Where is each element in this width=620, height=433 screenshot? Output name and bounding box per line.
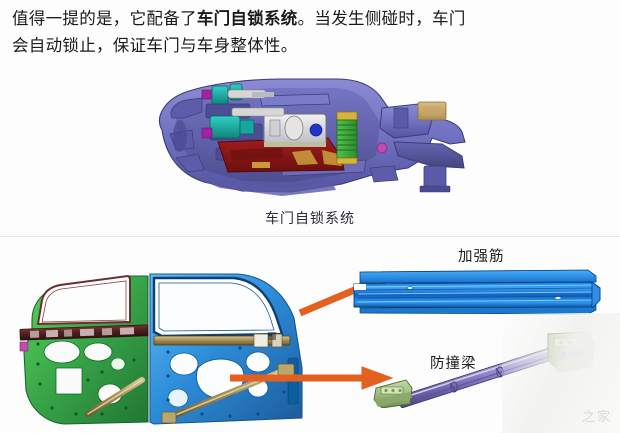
reinforcement-rib-label: 加强筋 bbox=[458, 249, 505, 265]
paragraph-text-post: 。当发生侧碰时，车门 bbox=[297, 10, 466, 28]
impact-beam-bracket-right bbox=[547, 331, 595, 373]
impact-beam-figure bbox=[373, 331, 595, 408]
impact-beam-label: 防撞梁 bbox=[430, 356, 477, 372]
rear-door-panel bbox=[19, 274, 149, 425]
section-divider bbox=[0, 236, 620, 237]
paragraph-text-pre: 值得一提的是，它配备了 bbox=[12, 10, 197, 28]
front-door-panel bbox=[149, 273, 303, 425]
lock-coil-spring bbox=[336, 111, 358, 165]
impact-beam-bracket-left bbox=[373, 379, 413, 408]
site-watermark: 之家 bbox=[581, 409, 612, 424]
reinforcement-rib-figure bbox=[353, 269, 601, 315]
lock-latch-arm bbox=[369, 101, 465, 193]
door-panels-figure bbox=[19, 273, 303, 425]
paragraph-text-line2: 会自动锁止，保证车门与车身整体性。 bbox=[12, 37, 298, 55]
impact-beam-tube bbox=[393, 343, 571, 408]
lock-motor-body bbox=[227, 89, 327, 147]
lock-assembly-caption: 车门自锁系统 bbox=[265, 210, 355, 226]
door-lock-assembly-figure bbox=[159, 78, 466, 196]
arrow-to-impact-beam bbox=[230, 366, 394, 390]
paragraph-text-bold: 车门自锁系统 bbox=[196, 10, 298, 28]
article-paragraph: 值得一提的是，它配备了车门自锁系统。当发生侧碰时，车门 会自动锁止，保证车门与车… bbox=[12, 6, 612, 60]
